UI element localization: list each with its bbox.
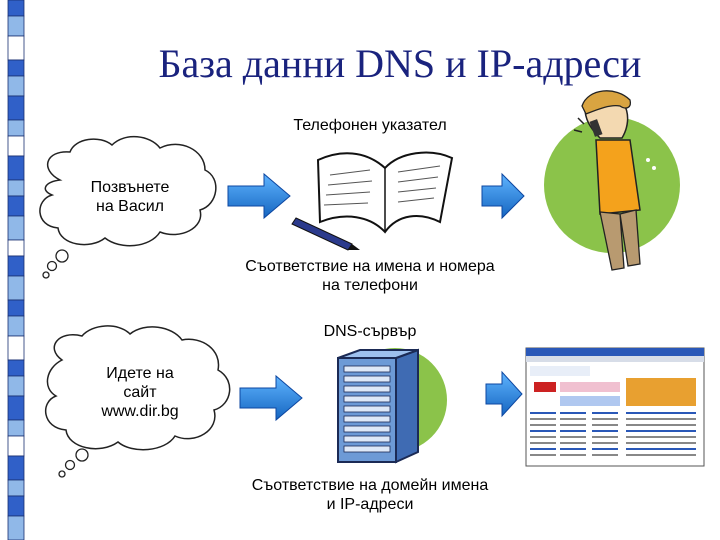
web-text-line [530, 442, 556, 444]
web-text-line [592, 418, 618, 420]
arrow-dns-1 [239, 374, 303, 422]
web-text-line [592, 412, 618, 414]
web-text-line [530, 424, 556, 426]
stripe-block [7, 515, 25, 540]
web-text-line [592, 448, 618, 450]
web-text-line [530, 430, 556, 432]
stripe-block [7, 455, 25, 481]
phone-cloud-line-1: Позвънете [90, 179, 170, 196]
phone-mapping-line-1: Съответствие на имена и номера [245, 258, 495, 275]
stripe-block [7, 75, 25, 97]
pen-icon [291, 217, 360, 251]
stripe-block [7, 15, 25, 37]
speech-cloud-dns [44, 325, 231, 478]
web-text-line [560, 454, 586, 456]
phone-cloud-text: Позвънете на Васил [60, 178, 200, 216]
stripe-block [7, 0, 25, 17]
arrow-dns-2 [485, 370, 523, 418]
phone-directory-label: Телефонен указател [293, 117, 447, 134]
web-text-line [560, 412, 586, 414]
stripe-block [7, 275, 25, 301]
web-text-line [592, 442, 618, 444]
stripe-block [7, 35, 25, 61]
web-text-line [560, 436, 586, 438]
book-icon [316, 151, 454, 234]
rack-slot [343, 445, 391, 453]
stripe-block [7, 435, 25, 457]
dns-cloud-line-3: www.dir.bg [101, 403, 179, 420]
phone-cloud-line-2: на Васил [95, 198, 165, 215]
web-text-line [530, 418, 556, 420]
web-text-line [626, 412, 696, 414]
web-text-line [592, 454, 618, 456]
stripe-block [7, 59, 25, 77]
dns-mapping-line-2: и IP-адреси [326, 496, 414, 513]
stripe-block [7, 299, 25, 317]
web-text-line [530, 412, 556, 414]
web-text-line [592, 436, 618, 438]
stripe-block [7, 335, 25, 361]
dns-cloud-line-2: сайт [123, 384, 157, 401]
web-page-icon [525, 347, 705, 467]
web-text-line [592, 424, 618, 426]
stripe-block [7, 479, 25, 497]
stripe-block [7, 239, 25, 257]
web-text-line [626, 430, 696, 432]
stripe-block [7, 495, 25, 517]
web-text-line [626, 424, 696, 426]
rack-slot [343, 425, 391, 433]
stripe-block [7, 395, 25, 421]
web-text-line [560, 430, 586, 432]
web-text-line [592, 430, 618, 432]
stripe-block [7, 135, 25, 157]
web-text-line [626, 454, 696, 456]
slide-title: База данни DNS и IP-адреси [158, 41, 642, 86]
web-text-line [626, 418, 696, 420]
stripe-block [7, 179, 25, 197]
rack-slot [343, 365, 391, 373]
stripe-block [7, 419, 25, 437]
rack-slot [343, 395, 391, 403]
arrow-phone-1 [227, 172, 291, 220]
dns-mapping-line-1: Съответствие на домейн имена [251, 477, 489, 494]
person-on-phone-icon [544, 90, 680, 271]
stripe-block [7, 375, 25, 397]
web-text-line [530, 436, 556, 438]
web-text-line [530, 448, 556, 450]
stripe-block [7, 315, 25, 337]
stripe-block [7, 359, 25, 377]
web-text-line [560, 418, 586, 420]
stripe-block [7, 215, 25, 241]
stripe-block [7, 95, 25, 121]
rack-slot [343, 375, 391, 383]
rack-slot [343, 405, 391, 413]
arrow-phone-2 [481, 172, 525, 220]
dns-cloud-text: Идете на сайт www.dir.bg [70, 364, 210, 421]
dns-server-label: DNS-сървър [323, 323, 417, 340]
stripe-block [7, 155, 25, 181]
web-text-line [560, 448, 586, 450]
stripe-block [7, 195, 25, 217]
rack-slot [343, 415, 391, 423]
web-text-line [530, 454, 556, 456]
stripe-block [7, 255, 25, 277]
left-decorative-stripe [7, 0, 25, 540]
dns-cloud-line-1: Идете на [106, 365, 174, 382]
web-text-line [560, 424, 586, 426]
web-text-line [626, 448, 696, 450]
dns-mapping-label: Съответствие на домейн имена и IP-адреси [220, 476, 520, 514]
web-text-line [560, 442, 586, 444]
rack-slot [343, 385, 391, 393]
phone-mapping-line-2: на телефони [322, 277, 418, 294]
web-text-line [626, 436, 696, 438]
web-text-line [626, 442, 696, 444]
server-rack-icon [337, 348, 447, 464]
phone-mapping-label: Съответствие на имена и номера на телефо… [220, 257, 520, 295]
rack-slot [343, 435, 391, 443]
stripe-block [7, 119, 25, 137]
speech-cloud-phone [39, 136, 217, 279]
